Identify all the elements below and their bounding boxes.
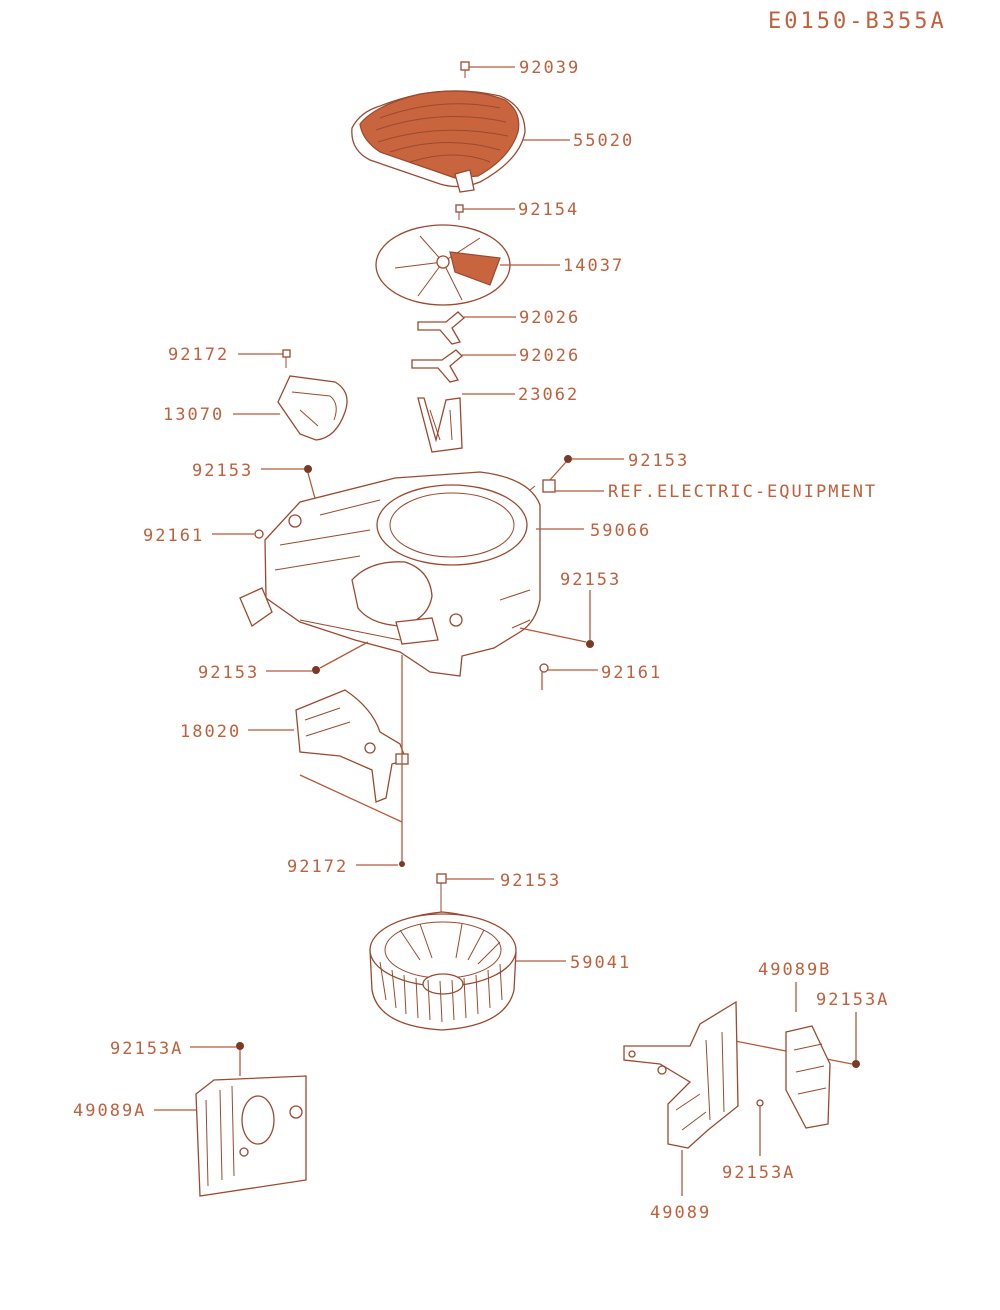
label-92161-b[interactable]: 92161 — [601, 663, 662, 683]
label-23062[interactable]: 23062 — [518, 385, 579, 405]
label-49089B[interactable]: 49089B — [758, 960, 831, 980]
leader-92153-c-tail — [519, 627, 587, 643]
label-18020[interactable]: 18020 — [180, 722, 241, 742]
leader-92153-b-tail — [549, 461, 567, 481]
leader-92153-a-tail — [307, 472, 317, 503]
part-18020-baffle[interactable] — [295, 689, 409, 803]
part-49089A-cover[interactable] — [195, 1075, 307, 1197]
label-92161-a[interactable]: 92161 — [143, 526, 204, 546]
part-92172-bolt-upper[interactable] — [282, 349, 291, 368]
diagram-code: E0150-B355A — [768, 9, 947, 34]
part-92026-spacer-upper[interactable] — [417, 311, 465, 345]
leader-92153-d-tail — [319, 641, 369, 669]
part-92153-bolt-b[interactable] — [564, 455, 572, 463]
label-14037[interactable]: 14037 — [563, 256, 624, 276]
part-92153A-bolt-b[interactable] — [756, 1099, 764, 1107]
part-49089B-cover[interactable] — [785, 1025, 831, 1129]
label-92153-e[interactable]: 92153 — [500, 871, 561, 891]
label-92039[interactable]: 92039 — [519, 58, 580, 78]
label-92026-b[interactable]: 92026 — [519, 346, 580, 366]
part-59066-fan-housing[interactable] — [239, 471, 541, 677]
part-92026-spacer-lower[interactable] — [411, 349, 463, 383]
label-92154[interactable]: 92154 — [518, 200, 579, 220]
label-59041[interactable]: 59041 — [570, 953, 631, 973]
label-92153A-b[interactable]: 92153A — [722, 1163, 795, 1183]
part-92161-grommet-b[interactable] — [539, 663, 549, 673]
part-92161-grommet-a[interactable] — [254, 529, 264, 539]
part-92039-bolt[interactable] — [460, 61, 470, 78]
part-92153-bolt-a[interactable] — [304, 465, 312, 473]
part-14037-plate[interactable] — [375, 224, 511, 306]
part-59041-cooling-fan[interactable] — [369, 911, 517, 1031]
part-55020-rotating-screen[interactable] — [351, 90, 526, 193]
label-59066[interactable]: 59066 — [590, 521, 651, 541]
label-92026-a[interactable]: 92026 — [519, 308, 580, 328]
label-92172-a[interactable]: 92172 — [168, 345, 229, 365]
label-49089[interactable]: 49089 — [650, 1203, 711, 1223]
label-ref-electric[interactable]: REF.ELECTRIC-EQUIPMENT — [608, 482, 877, 502]
part-92153-bolt-d[interactable] — [312, 666, 320, 674]
label-92153-c[interactable]: 92153 — [560, 570, 621, 590]
part-92154-screw[interactable] — [455, 204, 464, 220]
part-92153A-bolt-a[interactable] — [852, 1060, 860, 1068]
label-92153A-a[interactable]: 92153A — [816, 990, 889, 1010]
label-92153-a[interactable]: 92153 — [192, 461, 253, 481]
label-92153-b[interactable]: 92153 — [628, 451, 689, 471]
label-92172-b[interactable]: 92172 — [287, 857, 348, 877]
part-49089-cover[interactable] — [623, 1000, 739, 1149]
leader-18020-bracket — [299, 774, 403, 823]
part-13070-guide[interactable] — [277, 375, 348, 441]
label-92153-d[interactable]: 92153 — [198, 663, 259, 683]
part-92153A-bolt-c[interactable] — [236, 1042, 244, 1050]
label-92153A-c[interactable]: 92153A — [110, 1039, 183, 1059]
label-49089A[interactable]: 49089A — [73, 1101, 146, 1121]
part-92153-bolt-c[interactable] — [586, 640, 594, 648]
part-23062-holder[interactable] — [417, 397, 463, 453]
label-55020[interactable]: 55020 — [573, 131, 634, 151]
part-92172-bolt-lower[interactable] — [399, 861, 405, 867]
label-13070[interactable]: 13070 — [163, 405, 224, 425]
